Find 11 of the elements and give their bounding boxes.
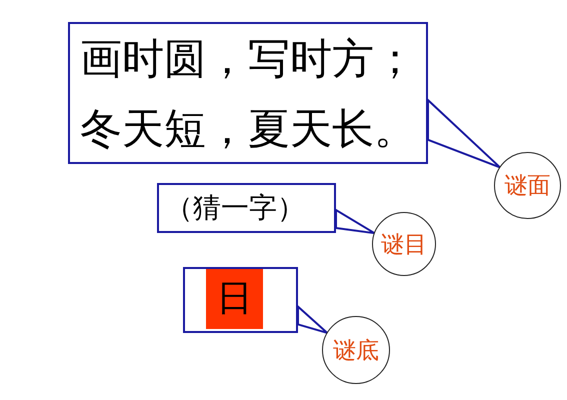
callout-tail [335, 208, 376, 234]
circle-label: 谜底 [333, 336, 379, 366]
callout-tail [297, 304, 328, 334]
answer-text: 日 [206, 269, 263, 329]
riddle-text: （猜一字） [164, 190, 306, 226]
speech-bubble [183, 267, 298, 333]
speech-bubble [68, 22, 428, 164]
circle-label: 谜面 [504, 172, 550, 201]
callout-tail [427, 98, 502, 168]
circle-label: 谜目 [381, 230, 427, 260]
riddle-text: 画时圆，写时方；冬天短，夏天长。 [79, 33, 417, 155]
